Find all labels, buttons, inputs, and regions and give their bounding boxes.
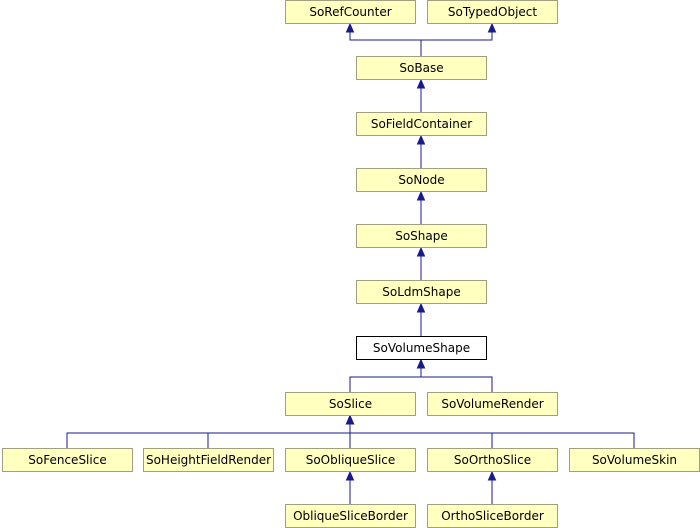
arrowhead bbox=[416, 302, 426, 313]
arrowhead bbox=[416, 134, 426, 145]
class-label: OrthoSliceBorder bbox=[441, 509, 544, 523]
class-node-sovolumeskin[interactable]: SoVolumeSkin bbox=[569, 448, 700, 472]
class-label: SoVolumeShape bbox=[373, 341, 470, 355]
class-box bbox=[427, 0, 558, 24]
arrowhead bbox=[416, 78, 426, 89]
inheritance-edge bbox=[416, 190, 426, 224]
class-box bbox=[356, 224, 487, 248]
class-box bbox=[285, 0, 416, 24]
class-node-sovolumerender[interactable]: SoVolumeRender bbox=[427, 392, 558, 416]
class-box bbox=[356, 280, 487, 304]
class-box bbox=[427, 448, 558, 472]
inheritance-edge bbox=[66, 414, 355, 448]
inheritance-edge bbox=[416, 246, 426, 280]
class-label: SoRefCounter bbox=[309, 5, 391, 19]
arrowhead bbox=[345, 470, 355, 481]
arrowhead bbox=[416, 246, 426, 257]
inheritance-edge bbox=[345, 470, 355, 504]
class-label: SoHeightFieldRender bbox=[146, 453, 271, 467]
class-node-sobase[interactable]: SoBase bbox=[356, 56, 487, 80]
inheritance-edge bbox=[416, 78, 426, 112]
arrowhead bbox=[345, 22, 355, 33]
class-label: SoShape bbox=[395, 229, 448, 243]
arrowhead bbox=[416, 190, 426, 201]
class-label: SoSlice bbox=[329, 397, 372, 411]
inheritance-edge bbox=[345, 414, 635, 448]
class-label: SoNode bbox=[398, 173, 444, 187]
class-node-obliquesliceborder[interactable]: ObliqueSliceBorder bbox=[285, 504, 416, 528]
class-node-soobliqueslice[interactable]: SoObliqueSlice bbox=[285, 448, 416, 472]
inheritance-edge bbox=[345, 414, 493, 448]
inheritance-edge bbox=[345, 22, 422, 56]
class-box bbox=[356, 336, 487, 360]
class-box bbox=[2, 448, 133, 472]
class-box bbox=[285, 448, 416, 472]
class-label: SoFenceSlice bbox=[28, 453, 106, 467]
class-node-orthosliceborder[interactable]: OrthoSliceBorder bbox=[427, 504, 558, 528]
inheritance-edges bbox=[66, 22, 635, 504]
arrowhead bbox=[416, 358, 426, 369]
class-box bbox=[285, 392, 416, 416]
class-label: SoOrthoSlice bbox=[454, 453, 531, 467]
class-box bbox=[356, 56, 487, 80]
class-label: SoLdmShape bbox=[382, 285, 461, 299]
class-label: SoBase bbox=[399, 61, 443, 75]
class-node-soshape[interactable]: SoShape bbox=[356, 224, 487, 248]
arrowhead bbox=[487, 22, 497, 33]
inheritance-edge bbox=[349, 358, 426, 392]
class-box bbox=[427, 392, 558, 416]
class-node-sonode[interactable]: SoNode bbox=[356, 168, 487, 192]
class-node-soldmshape[interactable]: SoLdmShape bbox=[356, 280, 487, 304]
inheritance-edge bbox=[207, 414, 355, 448]
inheritance-edge bbox=[416, 302, 426, 336]
arrowhead bbox=[345, 414, 355, 425]
arrowhead bbox=[487, 470, 497, 481]
class-label: ObliqueSliceBorder bbox=[293, 509, 408, 523]
inheritance-edge bbox=[487, 470, 497, 504]
class-label: SoObliqueSlice bbox=[306, 453, 396, 467]
class-node-sorefcounter[interactable]: SoRefCounter bbox=[285, 0, 416, 24]
class-box bbox=[143, 448, 274, 472]
class-box bbox=[356, 168, 487, 192]
class-label: SoTypedObject bbox=[448, 5, 538, 19]
class-node-soorthoslice[interactable]: SoOrthoSlice bbox=[427, 448, 558, 472]
inheritance-edge bbox=[416, 358, 493, 392]
class-box bbox=[356, 112, 487, 136]
class-label: SoFieldContainer bbox=[371, 117, 472, 131]
inheritance-edge bbox=[416, 134, 426, 168]
inheritance-edge bbox=[420, 22, 497, 56]
class-label: SoVolumeRender bbox=[441, 397, 543, 411]
class-node-sovolumeshape: SoVolumeShape bbox=[356, 336, 487, 360]
class-label: SoVolumeSkin bbox=[592, 453, 677, 467]
class-node-soslice[interactable]: SoSlice bbox=[285, 392, 416, 416]
class-node-soheightfieldrender[interactable]: SoHeightFieldRender bbox=[143, 448, 274, 472]
class-node-sofenceslice[interactable]: SoFenceSlice bbox=[2, 448, 133, 472]
class-node-sotypedobject[interactable]: SoTypedObject bbox=[427, 0, 558, 24]
class-node-sofieldcontainer[interactable]: SoFieldContainer bbox=[356, 112, 487, 136]
